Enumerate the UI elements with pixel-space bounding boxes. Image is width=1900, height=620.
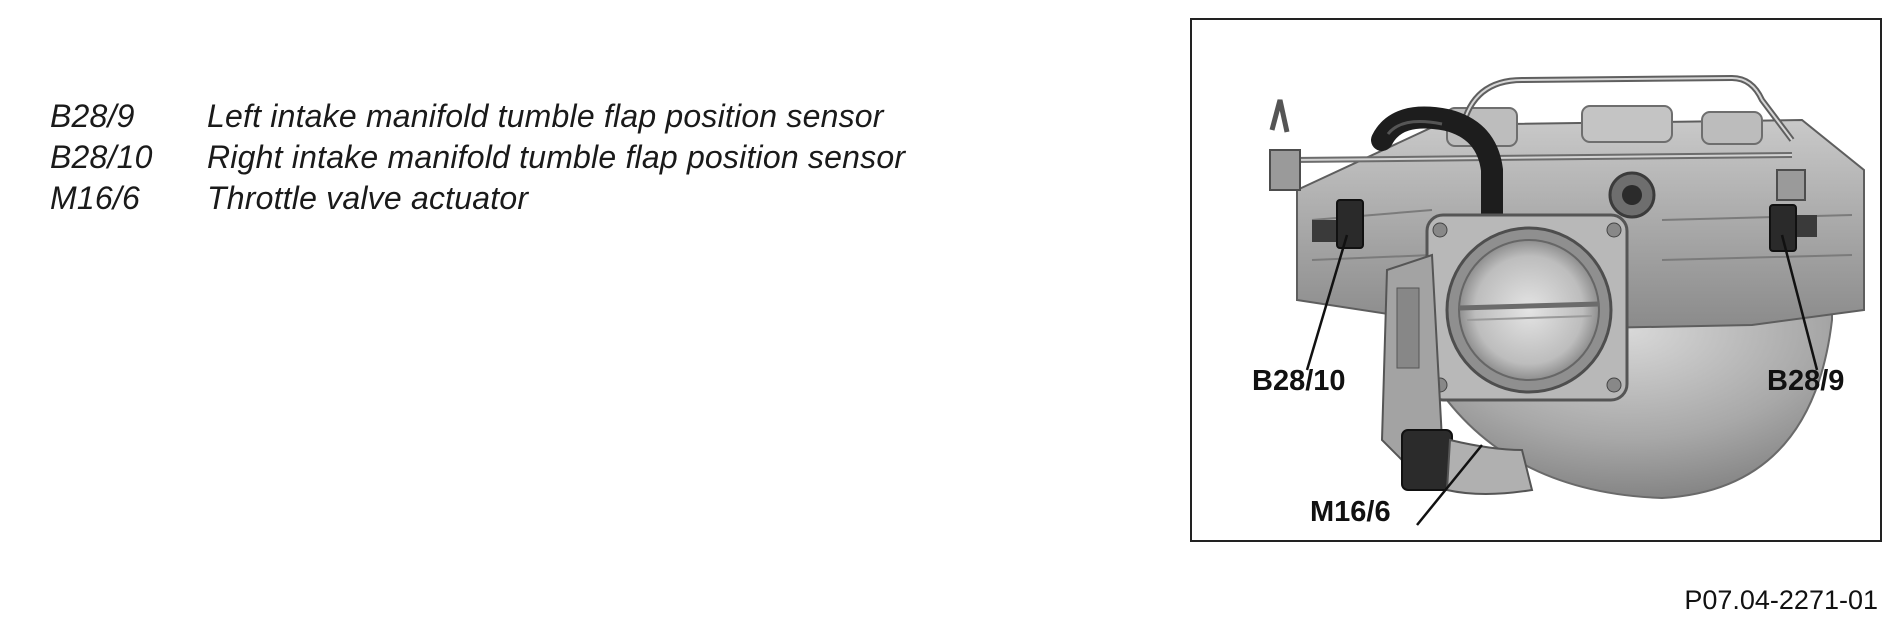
callout-b28-9: B28/9 [1767, 365, 1845, 397]
callout-m16-6: M16/6 [1310, 496, 1391, 528]
legend-code: B28/10 [50, 139, 153, 175]
legend: B28/9 Left intake manifold tumble flap p… [50, 96, 905, 219]
legend-item-b28-9: B28/9 Left intake manifold tumble flap p… [50, 96, 905, 137]
legend-code: B28/9 [50, 98, 135, 134]
legend-description: Left intake manifold tumble flap positio… [207, 98, 884, 134]
callout-b28-10: B28/10 [1252, 365, 1346, 397]
legend-description: Throttle valve actuator [207, 180, 529, 216]
legend-item-b28-10: B28/10 Right intake manifold tumble flap… [50, 137, 905, 178]
legend-item-m16-6: M16/6 Throttle valve actuator [50, 178, 905, 219]
legend-code: M16/6 [50, 180, 140, 216]
component-photo-frame: B28/10 B28/9 M16/6 [1190, 18, 1882, 542]
legend-description: Right intake manifold tumble flap positi… [207, 139, 906, 175]
figure-reference-number: P07.04-2271-01 [1684, 585, 1878, 615]
intake-manifold-illustration [1269, 74, 1865, 526]
